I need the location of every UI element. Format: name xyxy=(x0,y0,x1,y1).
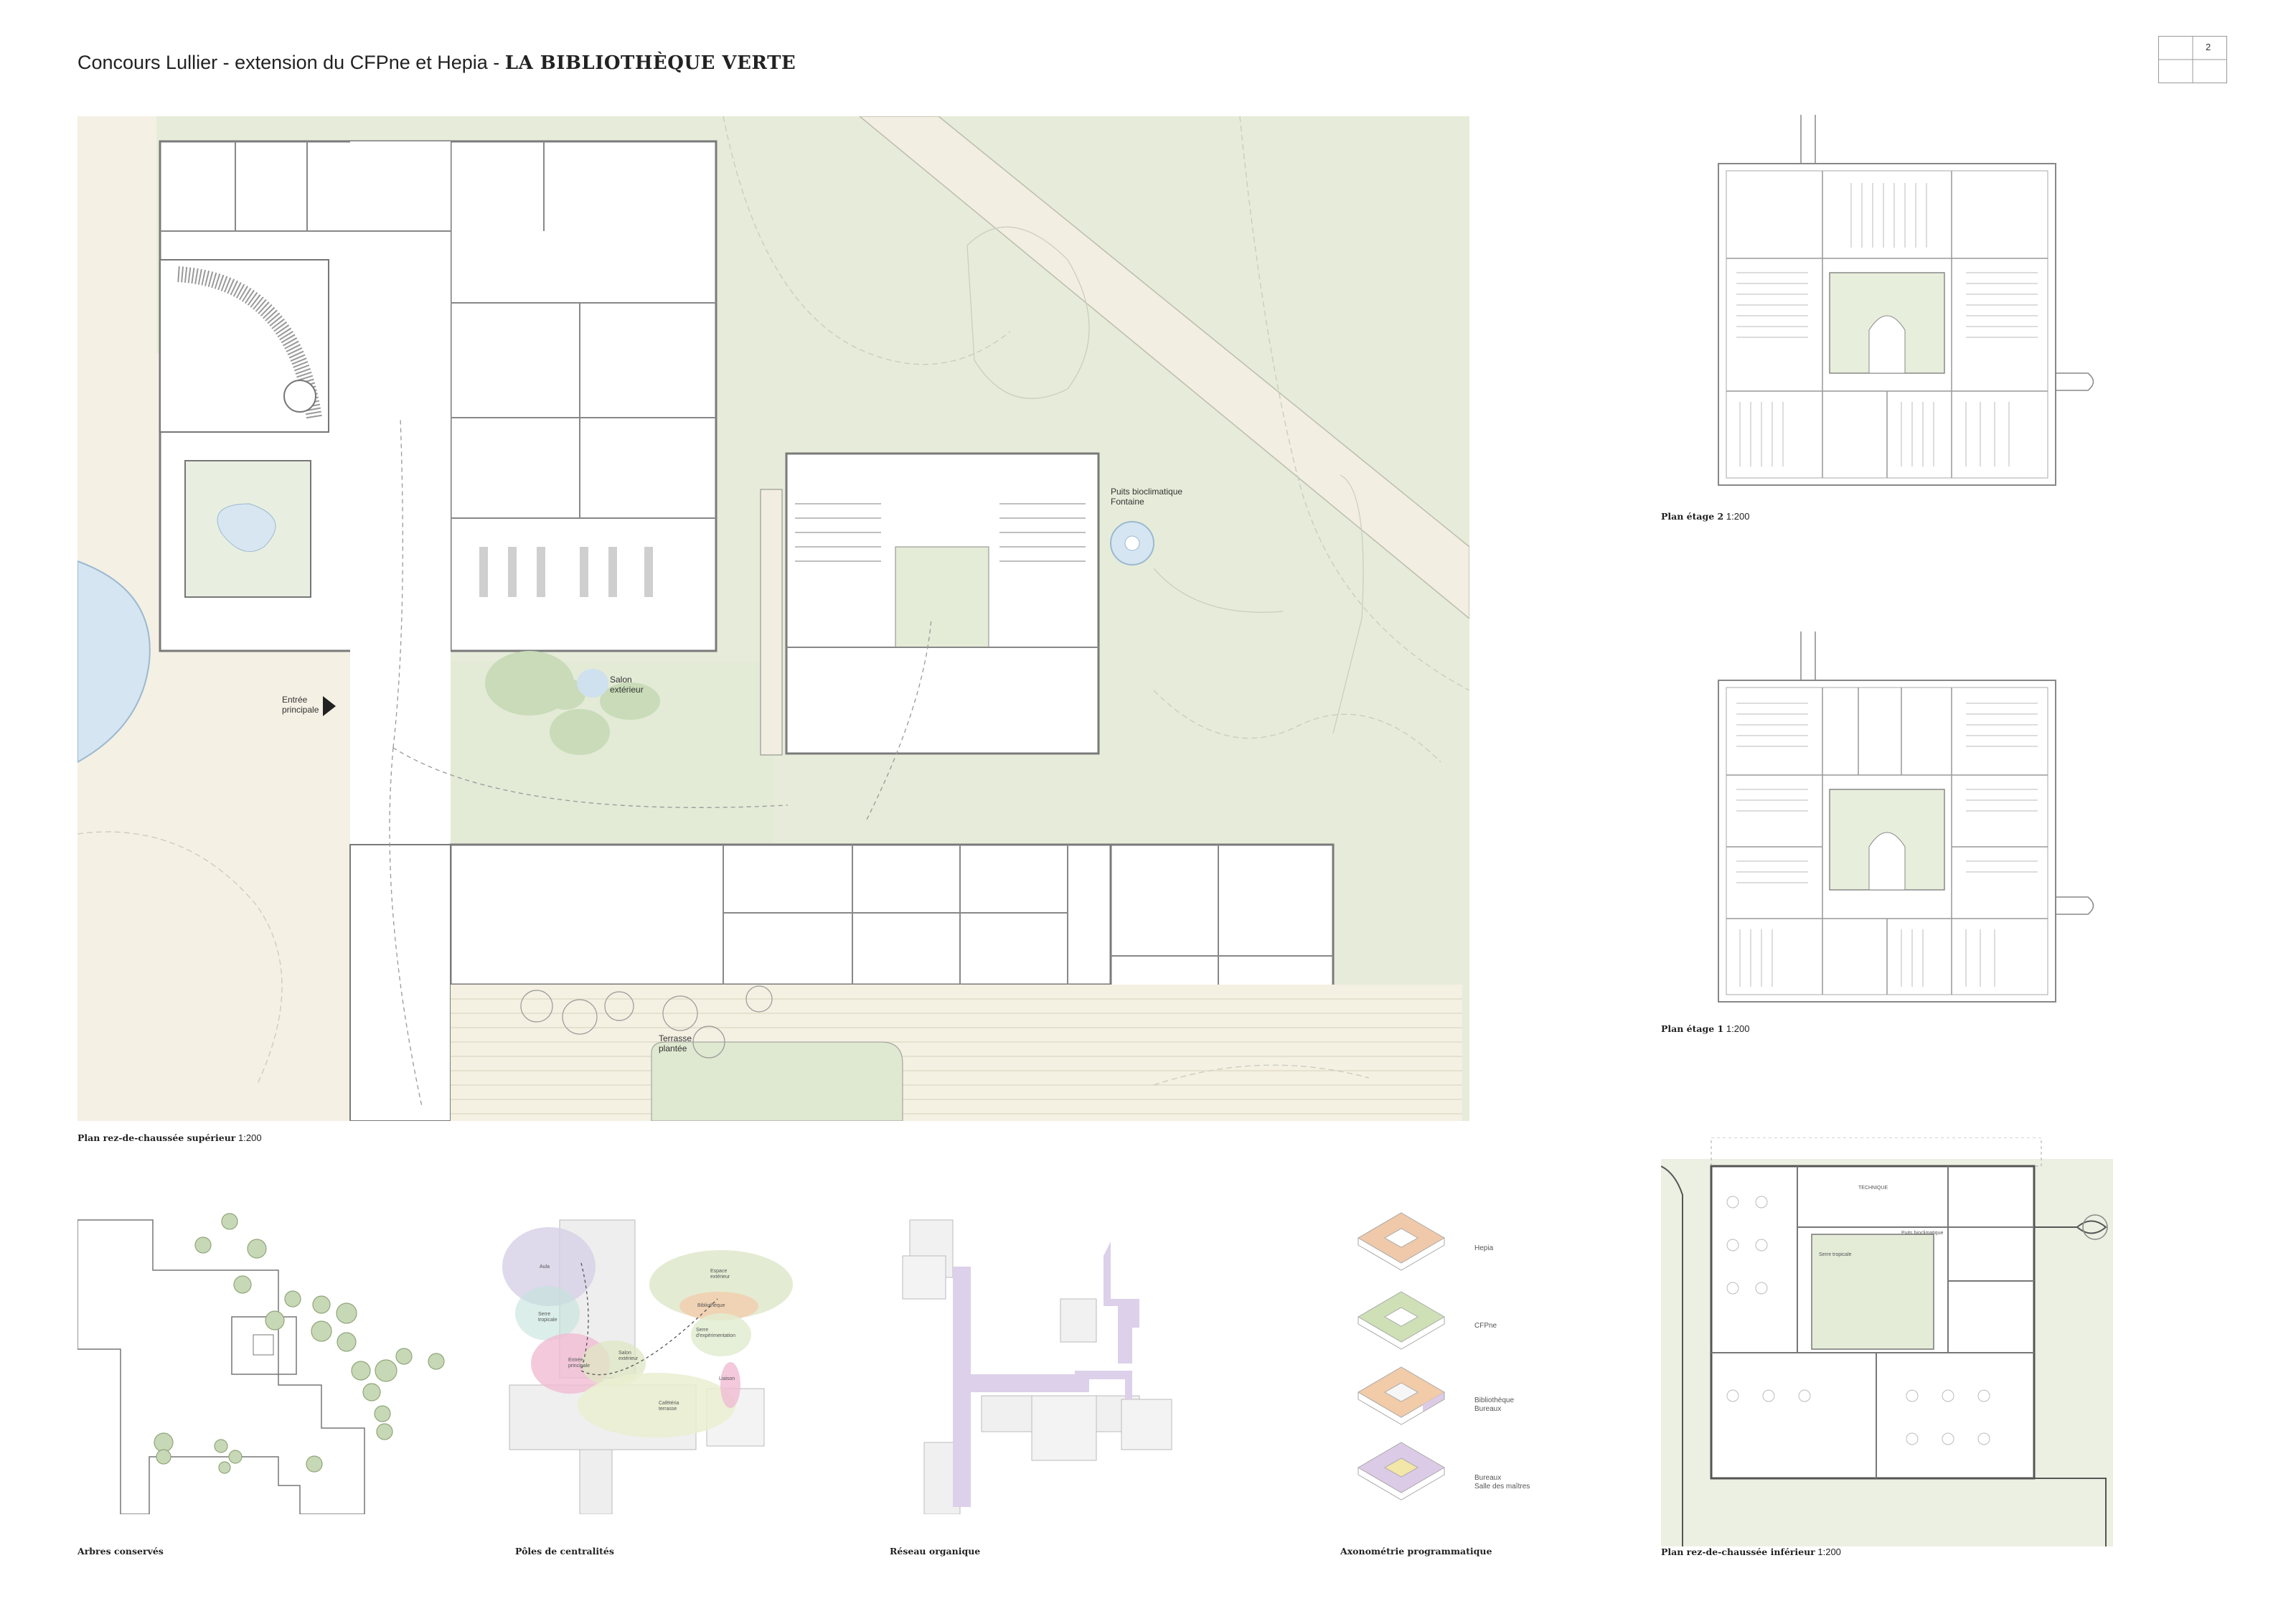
caption-main-plan-title: Plan rez-de-chaussée supérieur xyxy=(77,1132,236,1143)
label-puits-lower: Puits bioclimatique xyxy=(1901,1231,1944,1236)
caption-arbres-title: Arbres conservés xyxy=(77,1546,164,1557)
pole-espace-line2: extérieur xyxy=(710,1275,730,1280)
caption-reseau-title: Réseau organique xyxy=(890,1546,981,1557)
axo-hepia: Hepia xyxy=(1474,1244,1494,1252)
label-entree-line1: Entrée xyxy=(282,695,308,705)
pole-serre-line1: Serre xyxy=(538,1312,551,1317)
label-entree: Entrée principale xyxy=(282,695,319,715)
page-number-grid xyxy=(2158,36,2227,83)
diagram-arbres xyxy=(77,1213,445,1514)
pole-salon: Salon extérieur xyxy=(618,1351,638,1362)
pole-salon-line1: Salon xyxy=(618,1351,631,1356)
caption-lower: Plan rez-de-chaussée inférieur 1:200 xyxy=(1661,1546,1841,1557)
caption-arbres: Arbres conservés xyxy=(77,1546,164,1557)
pole-entree-line2: principale xyxy=(568,1363,590,1369)
axo-biblio-line1: Bibliothèque xyxy=(1474,1397,1515,1404)
pole-cafeteria: Cafétéria terrasse xyxy=(659,1401,679,1412)
caption-floor2-scale: 1:200 xyxy=(1726,511,1750,522)
axo-bureaux-line1: Bureaux xyxy=(1474,1474,1502,1482)
pole-serre-exp-line1: Serre xyxy=(696,1328,709,1333)
caption-floor2: Plan étage 2 1:200 xyxy=(1661,511,1749,522)
caption-main-plan: Plan rez-de-chaussée supérieur 1:200 xyxy=(77,1132,262,1143)
axo-biblio: Bibliothèque Bureaux xyxy=(1474,1397,1514,1414)
caption-reseau: Réseau organique xyxy=(890,1546,980,1557)
label-entree-line2: principale xyxy=(282,705,319,715)
caption-floor1-scale: 1:200 xyxy=(1726,1023,1750,1034)
label-puits: Puits bioclimatique Fontaine xyxy=(1111,487,1182,507)
pole-liaison: Liaison xyxy=(719,1376,735,1381)
floor-plan-etage-2 xyxy=(1718,115,2094,486)
pole-serre-exp: Serre d'expérimentation xyxy=(696,1328,735,1339)
title-plain: Concours Lullier - extension du CFPne et… xyxy=(77,52,505,73)
pole-salon-line2: extérieur xyxy=(618,1356,639,1361)
pole-entree-line1: Entrée xyxy=(568,1358,583,1363)
diagram-axonometrie xyxy=(1358,1212,1445,1501)
page-number: 2 xyxy=(2206,42,2211,52)
title-bold: LA BIBLIOTHÈQUE VERTE xyxy=(504,52,796,74)
label-terrasse-line2: plantée xyxy=(659,1043,687,1053)
axo-cfpne: CFPne xyxy=(1474,1322,1497,1330)
caption-axo: Axonométrie programmatique xyxy=(1340,1546,1492,1557)
diagram-poles xyxy=(502,1219,793,1514)
label-salon-line1: Salon xyxy=(610,675,632,685)
pole-serre-exp-line2: d'expérimentation xyxy=(696,1333,736,1338)
floor-plan-rez-inferieur xyxy=(1661,1137,2113,1546)
caption-floor1-title: Plan étage 1 xyxy=(1661,1023,1724,1034)
caption-poles: Pôles de centralités xyxy=(515,1546,614,1557)
caption-lower-title: Plan rez-de-chaussée inférieur xyxy=(1661,1546,1815,1557)
pole-espace-line1: Espace xyxy=(710,1269,728,1274)
main-site-plan xyxy=(77,116,1469,1121)
label-puits-line1: Puits bioclimatique xyxy=(1111,487,1183,497)
floor-plan-etage-1 xyxy=(1718,632,2094,1003)
pole-aula: Aula xyxy=(540,1264,550,1269)
pole-entree: Entrée principale xyxy=(568,1358,590,1369)
pole-biblio: Bibliothèque xyxy=(697,1303,725,1308)
label-puits-line2: Fontaine xyxy=(1111,497,1144,507)
diagram-reseau xyxy=(902,1219,1172,1514)
label-technique: TECHNIQUE xyxy=(1858,1186,1888,1191)
page-title: Concours Lullier - extension du CFPne et… xyxy=(77,52,796,74)
page-number-box: 2 xyxy=(2158,36,2227,83)
pole-espace: Espace extérieur xyxy=(710,1269,730,1280)
label-terrasse-line1: Terrasse xyxy=(659,1033,692,1043)
pole-cafeteria-line2: terrasse xyxy=(659,1407,677,1412)
pole-cafeteria-line1: Cafétéria xyxy=(659,1401,679,1406)
caption-lower-scale: 1:200 xyxy=(1817,1546,1841,1557)
label-salon-line2: extérieur xyxy=(610,685,644,695)
label-terrasse: Terrasse plantée xyxy=(659,1033,692,1053)
axo-bureaux: Bureaux Salle des maîtres xyxy=(1474,1474,1530,1491)
caption-axo-title: Axonométrie programmatique xyxy=(1340,1546,1492,1557)
caption-floor2-title: Plan étage 2 xyxy=(1661,511,1724,522)
caption-floor1: Plan étage 1 1:200 xyxy=(1661,1023,1749,1034)
label-salon: Salon extérieur xyxy=(610,675,644,695)
axo-biblio-line2: Bureaux xyxy=(1474,1405,1502,1413)
caption-main-plan-scale: 1:200 xyxy=(238,1132,262,1143)
caption-poles-title: Pôles de centralités xyxy=(515,1546,614,1557)
pole-serre: Serre tropicale xyxy=(538,1312,557,1323)
label-serre-lower: Serre tropicale xyxy=(1819,1252,1852,1257)
axo-bureaux-line2: Salle des maîtres xyxy=(1474,1483,1530,1491)
pole-serre-line2: tropicale xyxy=(538,1318,557,1323)
